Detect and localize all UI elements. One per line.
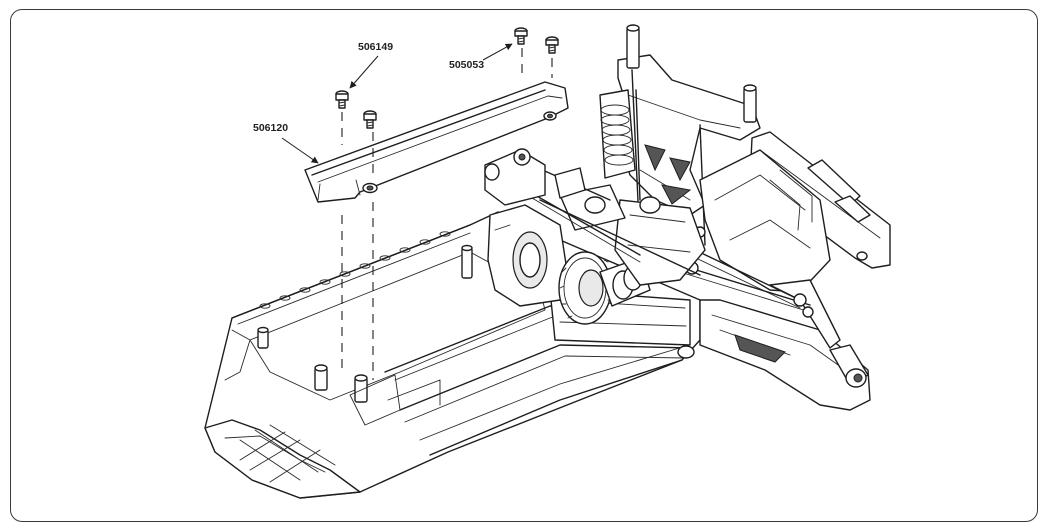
shock-spring <box>600 104 634 166</box>
screw-505053-a <box>514 27 528 45</box>
floor-ribs <box>239 424 336 483</box>
assembly-guide-lines <box>341 48 553 380</box>
center-drive <box>484 148 706 286</box>
spur-gear <box>558 251 613 325</box>
part-label-505053: 505053 <box>449 59 484 71</box>
part-label-506120: 506120 <box>253 122 288 134</box>
part-label-506149: 506149 <box>358 41 393 53</box>
mount-posts <box>257 244 473 403</box>
screw-506149-a <box>335 90 349 109</box>
screw-505053-b <box>545 36 559 54</box>
leader-lines <box>281 43 513 164</box>
shock-tower <box>599 24 761 246</box>
screw-506149-b <box>363 110 377 129</box>
rim-slots <box>259 231 451 309</box>
side-guard-part <box>304 81 569 203</box>
front-suspension <box>589 149 871 411</box>
